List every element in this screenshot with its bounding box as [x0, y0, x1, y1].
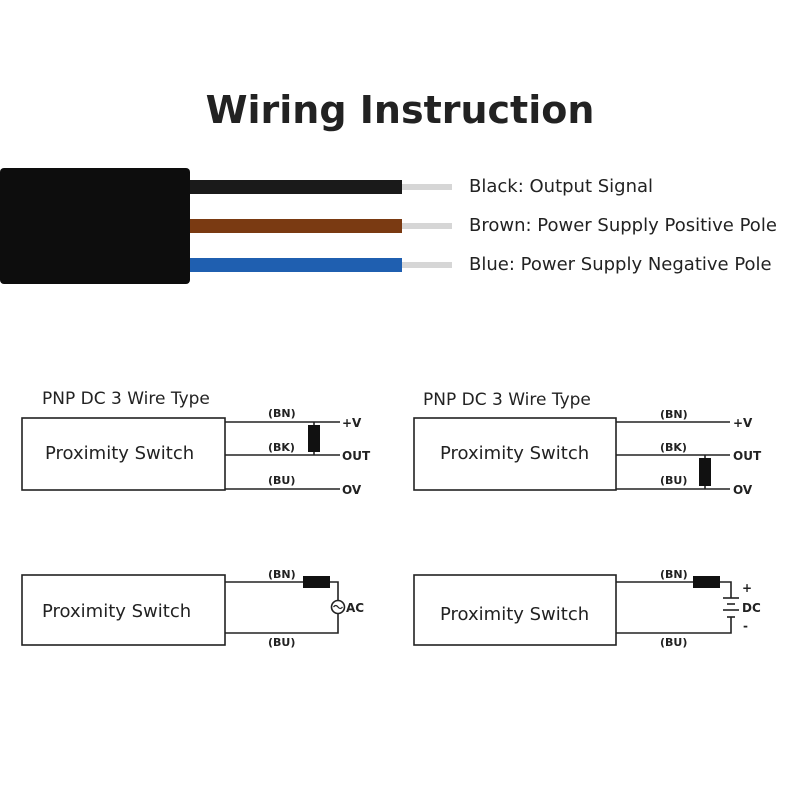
diagram-ac-2-wire: Proximity Switch (BN) (BU) AC: [21, 568, 364, 649]
diagram-2-tag-bu: (BU): [660, 474, 687, 487]
wire-blue: [190, 258, 402, 272]
diagram-dc-2-wire: Proximity Switch (BN) (BU) + DC -: [413, 568, 761, 649]
diagram-4-polarity-plus: +: [742, 581, 752, 595]
diagram-4-source-label: DC: [742, 601, 761, 615]
wire-brown: [190, 219, 402, 233]
diagram-4-switch-box: [413, 574, 617, 646]
diagram-3-switch-box: [21, 574, 226, 646]
diagram-3-tag-bn: (BN): [268, 568, 296, 581]
wire-label-brown: Brown: Power Supply Positive Pole: [469, 215, 777, 236]
diagram-2-terminal-out: OUT: [733, 449, 762, 463]
diagram-4-polarity-minus: -: [743, 619, 748, 633]
diagram-4-tag-bn: (BN): [660, 568, 688, 581]
diagram-1-terminal-v: +V: [342, 416, 362, 430]
diagram-3-tag-bu: (BU): [268, 636, 295, 649]
page-title: Wiring Instruction: [205, 88, 595, 132]
diagram-2-terminal-ov: OV: [733, 483, 753, 497]
wire-black: [190, 180, 402, 194]
diagram-1-box-label: Proximity Switch: [45, 443, 194, 464]
diagram-2-load: [699, 458, 711, 486]
wire-label-blue: Blue: Power Supply Negative Pole: [469, 254, 772, 275]
wire-tip-blue: [402, 262, 452, 268]
diagram-4-load: [693, 576, 720, 588]
diagram-4-box-label: Proximity Switch: [440, 604, 589, 625]
diagram-1-terminal-out: OUT: [342, 449, 371, 463]
wire-label-black: Black: Output Signal: [469, 176, 654, 197]
diagram-3-box-label: Proximity Switch: [42, 601, 191, 622]
diagram-2-tag-bn: (BN): [660, 408, 688, 421]
diagram-1-load: [308, 425, 320, 452]
diagram-1-tag-bu: (BU): [268, 474, 295, 487]
wire-tip-black: [402, 184, 452, 190]
wire-tip-brown: [402, 223, 452, 229]
diagram-pnp-dc-1: PNP DC 3 Wire Type Proximity Switch (BN)…: [21, 389, 371, 497]
diagram-2-tag-bk: (BK): [660, 441, 687, 454]
diagram-4-tag-bu: (BU): [660, 636, 687, 649]
cable-jacket: [0, 168, 190, 284]
diagram-1-heading: PNP DC 3 Wire Type: [42, 389, 210, 409]
diagram-2-heading: PNP DC 3 Wire Type: [423, 390, 591, 410]
diagram-3-source-label: AC: [346, 601, 364, 615]
diagram-1-tag-bk: (BK): [268, 441, 295, 454]
diagram-1-terminal-ov: OV: [342, 483, 362, 497]
battery-icon: [723, 597, 739, 618]
diagram-2-box-label: Proximity Switch: [440, 443, 589, 464]
cable-illustration: [0, 168, 452, 284]
diagram-1-tag-bn: (BN): [268, 407, 296, 420]
diagram-1-switch-box: [21, 417, 226, 491]
diagram-2-switch-box: [413, 417, 617, 491]
diagram-2-terminal-v: +V: [733, 416, 753, 430]
diagram-pnp-dc-2: PNP DC 3 Wire Type Proximity Switch (BN)…: [413, 390, 762, 497]
diagram-3-load: [303, 576, 330, 588]
